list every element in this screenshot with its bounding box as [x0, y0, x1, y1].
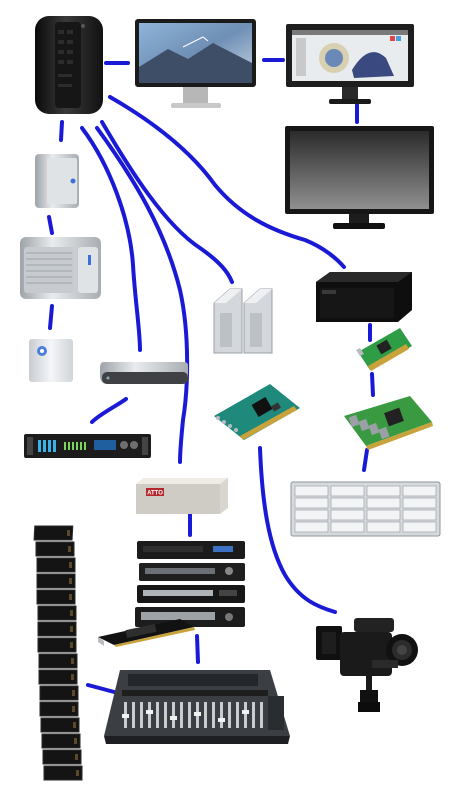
cable-dock-to-audio-interface [90, 397, 128, 424]
rack-units-icon[interactable] [133, 537, 248, 632]
dual-drive-icon[interactable] [18, 233, 103, 303]
pcie-chassis-icon[interactable] [312, 270, 415, 324]
cable-mac-to-gray-enclosure [95, 126, 190, 464]
cable-fibre-to-raid [362, 448, 369, 472]
cable-video-card-to-camera [258, 446, 337, 614]
video-card-icon[interactable] [210, 380, 302, 442]
cable-speaker-to-mixer [86, 683, 120, 695]
cable-mac-to-chassis [108, 95, 346, 269]
cable-dual-to-fourbay [48, 304, 54, 330]
fibre-card-icon[interactable] [340, 392, 435, 452]
cable-mac-to-small-drive [59, 120, 64, 142]
rack-audio-interface-icon[interactable] [24, 432, 151, 460]
four-bay-drive-icon[interactable] [27, 337, 75, 384]
cable-small-card-to-fibre [370, 372, 375, 397]
external-drive-icon[interactable] [33, 152, 81, 210]
twin-drive-icon[interactable] [210, 283, 280, 358]
enclosure-label: ATTO [147, 491, 163, 497]
cable-small-drive-to-dual [47, 215, 54, 235]
cable-mac-to-dock [80, 126, 142, 352]
pcie-card-icon[interactable] [354, 320, 416, 378]
widescreen-monitor-icon[interactable] [283, 124, 436, 231]
enclosure-icon[interactable]: ATTO [134, 476, 230, 516]
cinema-camera-icon[interactable] [314, 604, 420, 714]
mac-pro-tower-icon[interactable] [33, 14, 105, 116]
raid-array-icon[interactable] [289, 480, 442, 538]
cable-mac-to-twin-drives [100, 120, 234, 284]
desktop-display-icon[interactable] [133, 17, 258, 112]
cable-racks-to-dsp [195, 634, 200, 664]
mixing-console-icon[interactable] [100, 666, 292, 746]
line-array-speaker-icon[interactable] [31, 522, 86, 787]
dock-icon[interactable] [98, 358, 190, 388]
color-monitor-icon[interactable] [284, 22, 416, 106]
dsp-card-icon[interactable] [96, 613, 196, 648]
